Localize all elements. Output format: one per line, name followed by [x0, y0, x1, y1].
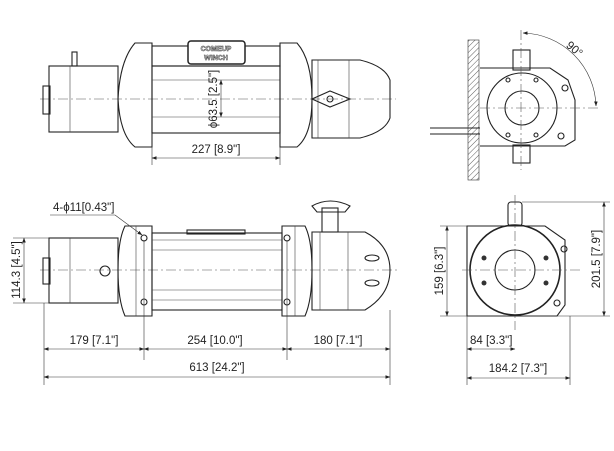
right-end-plate	[281, 225, 313, 317]
dim-overall-height: 201.5 [7.9"]	[591, 230, 603, 288]
top-view: COMEUP WINCH 227 [8.9"] ϕ63.5 [2.5"]	[40, 40, 396, 165]
clutch-handle	[321, 207, 339, 233]
hole-callout: 4-ϕ11[0.43"]	[53, 202, 114, 214]
dim-angle: 90°	[563, 40, 584, 60]
drum	[151, 232, 283, 311]
wall-hatch	[467, 39, 480, 181]
end-view: 159 [6.3"] 201.5 [7.9"] 84 [3.3"] 184.2 …	[434, 195, 610, 385]
dim-bolt-spacing: 254 [10.0"]	[187, 335, 242, 347]
dim-body-height: 159 [6.3"]	[434, 247, 446, 296]
right-end-plate	[279, 42, 313, 148]
dim-motor: 179 [7.1"]	[70, 335, 119, 347]
logo-badge	[187, 40, 246, 65]
motor	[48, 237, 119, 304]
left-end-plate	[117, 225, 153, 317]
terminal-post	[71, 51, 78, 67]
dim-center-offset: 84 [3.3"]	[470, 335, 512, 347]
mount-view: 90°	[430, 30, 600, 181]
left-end-plate	[117, 42, 153, 148]
mount-plate	[480, 67, 576, 147]
motor-endcap	[42, 85, 51, 115]
dim-motor-height: 114.3 [4.5"]	[11, 241, 23, 299]
dim-gearbox: 180 [7.1"]	[314, 335, 363, 347]
dim-overall-width: 184.2 [7.3"]	[489, 363, 547, 375]
logo-text: COMEUP	[201, 46, 232, 53]
dim-drum-diameter: ϕ63.5 [2.5"]	[208, 70, 220, 128]
clutch-lever	[310, 90, 352, 108]
dim-overall-length: 613 [24.2"]	[189, 362, 244, 374]
side-view: 114.3 [4.5"] 4-ϕ11[0.43"] 179 [7.1"] 254…	[11, 200, 400, 385]
gearbox	[311, 59, 391, 139]
gearbox	[311, 231, 391, 311]
dim-drum-length: 227 [8.9"]	[192, 144, 241, 156]
logo-text-2: WINCH	[204, 55, 228, 62]
